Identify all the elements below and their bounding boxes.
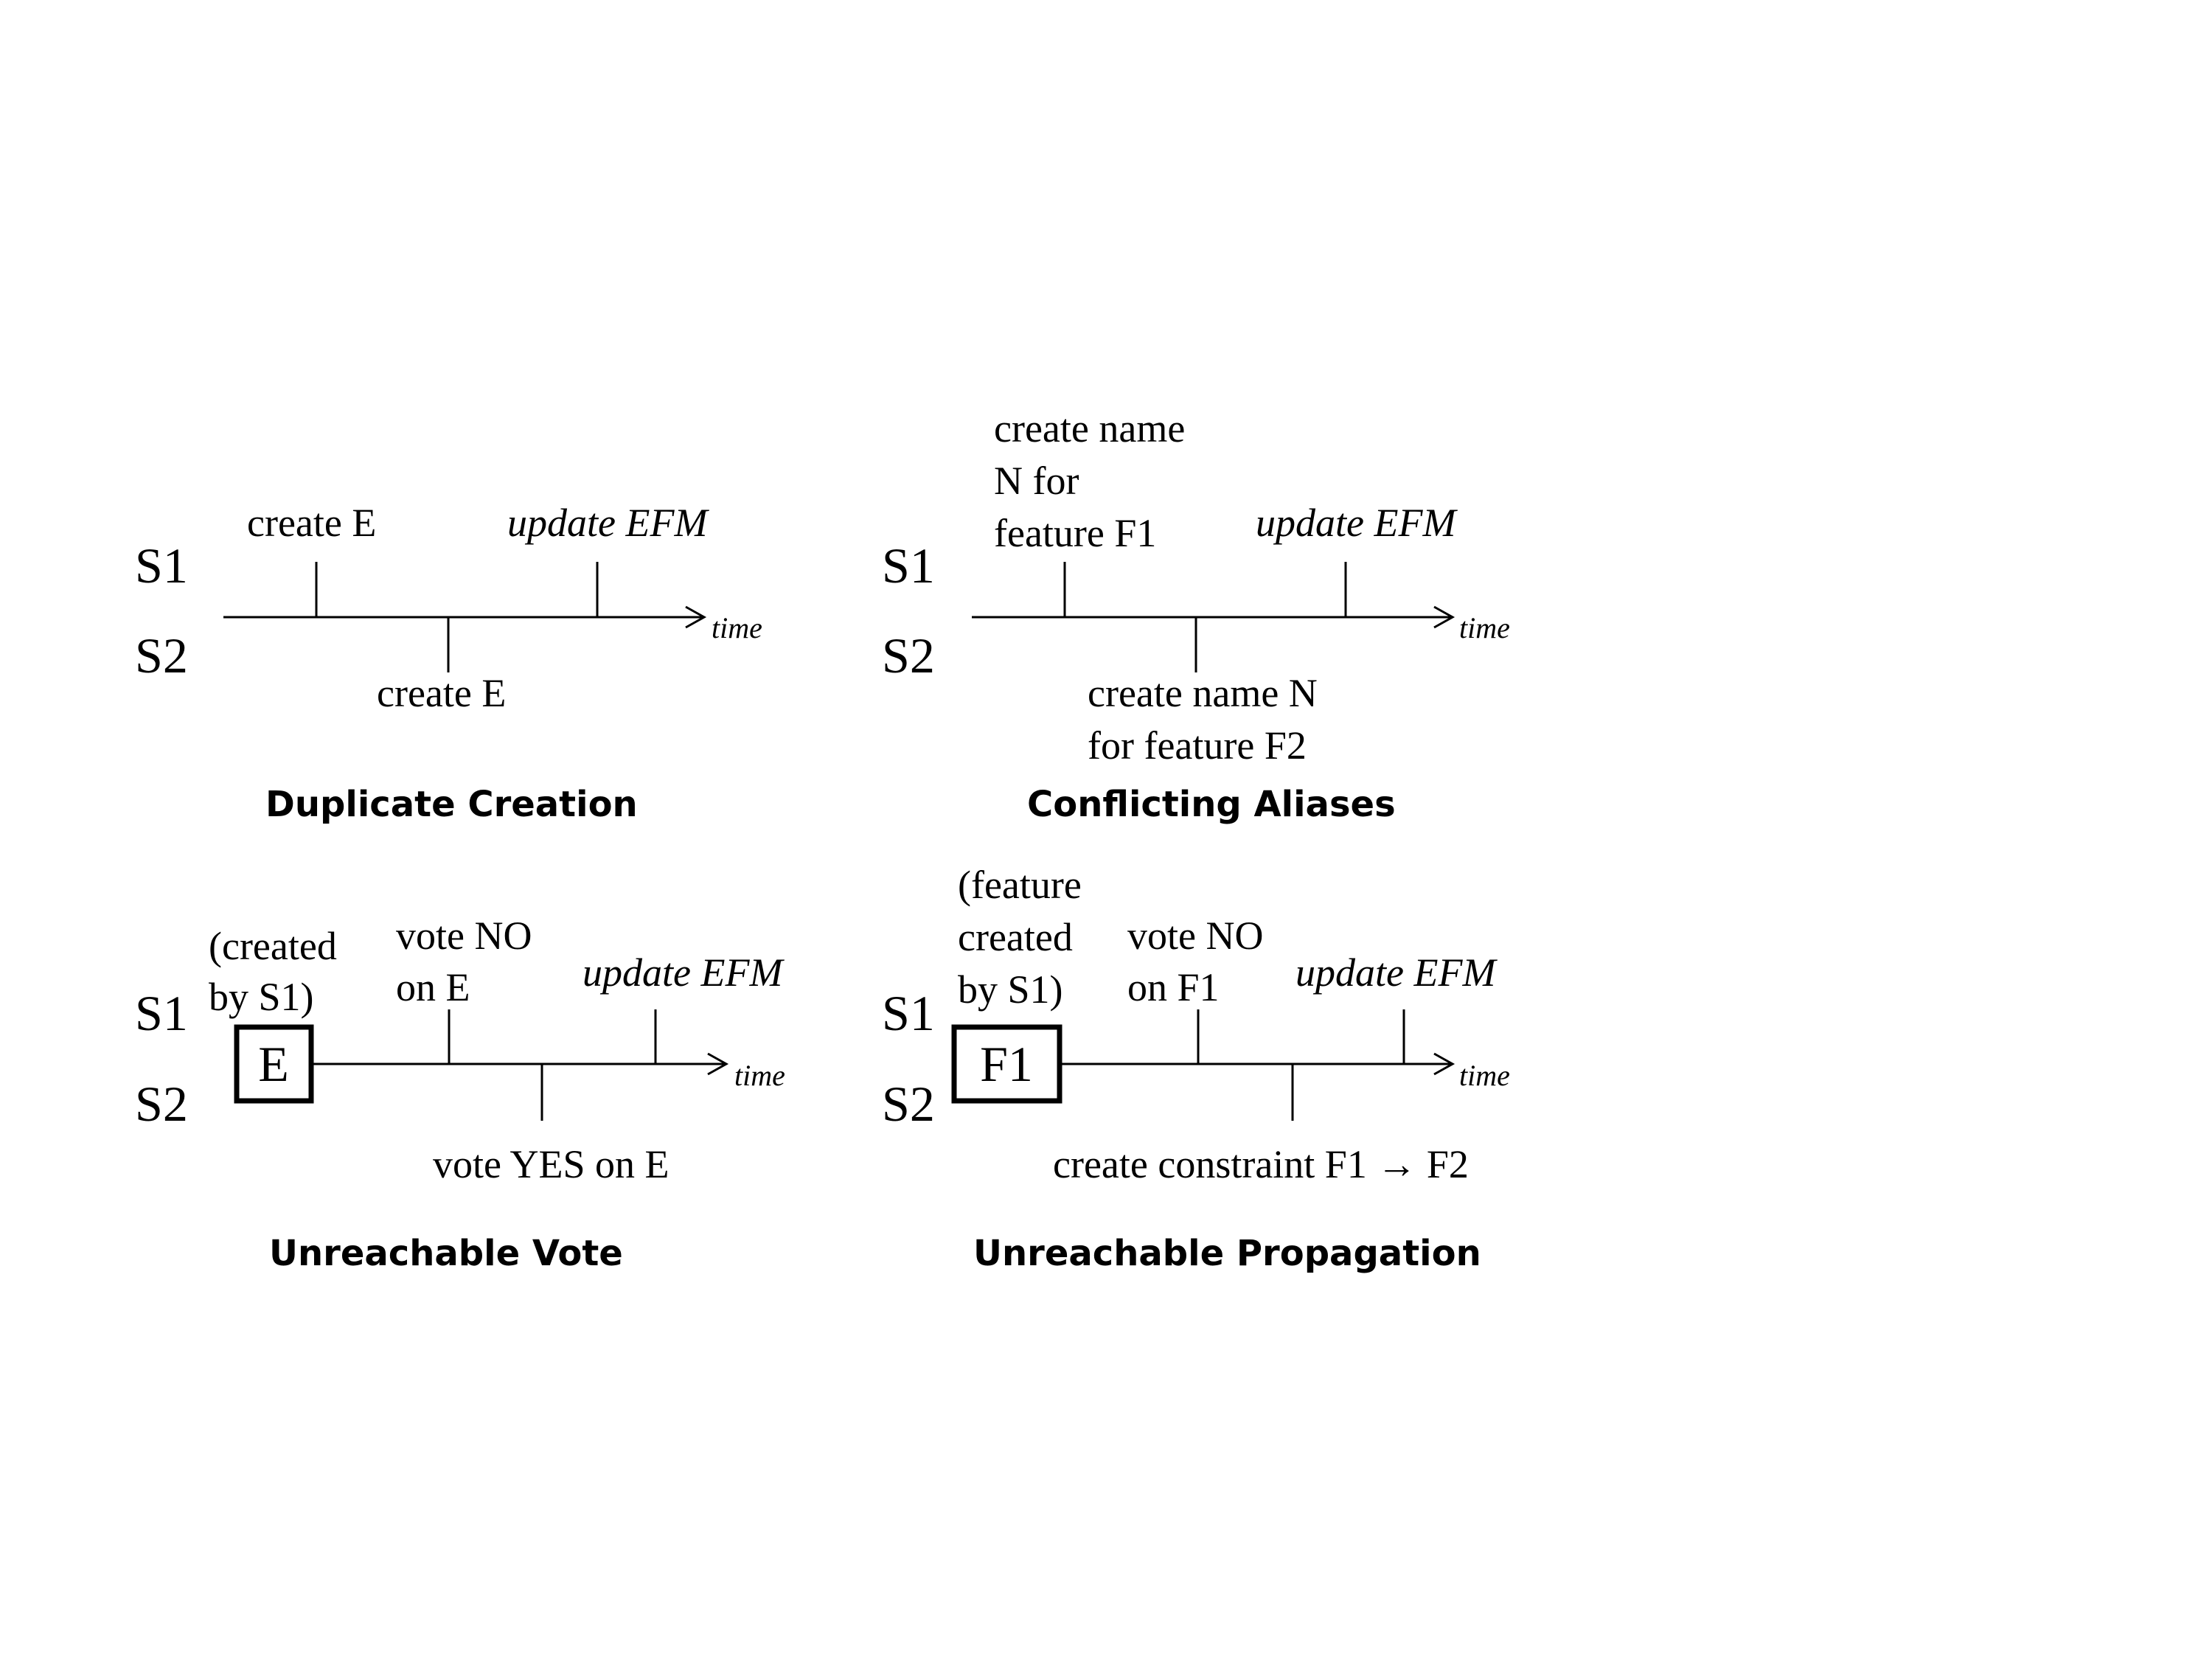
panel-caption: Unreachable Propagation <box>973 1233 1481 1274</box>
panel-unreachable-propagation: S1 S2 time F1 (feature created by S1) vo… <box>882 863 1510 1274</box>
axis-label-time: time <box>1459 1059 1510 1092</box>
panel-caption: Unreachable Vote <box>269 1233 623 1274</box>
site-label-s1: S1 <box>882 985 935 1041</box>
event-label: vote NO on E <box>396 914 542 1009</box>
site-label-s2: S2 <box>135 627 188 684</box>
event-label: create E <box>377 671 506 715</box>
event-label-update: update EFM <box>507 501 709 545</box>
event-label-update: update EFM <box>1295 950 1498 995</box>
site-label-s2: S2 <box>135 1076 188 1132</box>
event-label: vote YES on E <box>433 1142 669 1186</box>
event-label: create name N for feature F1 <box>994 406 1195 555</box>
time-arrowhead <box>685 605 707 629</box>
event-label-update: update EFM <box>1256 501 1458 545</box>
panel-conflicting-aliases: S1 S2 time create name N for feature F1 … <box>882 406 1510 825</box>
event-label-update: update EFM <box>582 950 785 995</box>
event-label: vote NO on F1 <box>1127 914 1273 1009</box>
entity-box <box>234 1024 314 1104</box>
panel-unreachable-vote: S1 S2 time E (created by S1) vote NO on … <box>135 914 785 1274</box>
site-label-s2: S2 <box>882 1076 935 1132</box>
feature-box <box>951 1024 1062 1104</box>
panel-caption: Conflicting Aliases <box>1027 784 1396 825</box>
axis-label-time: time <box>712 611 762 644</box>
feature-note: (feature created by S1) <box>958 863 1091 1012</box>
time-arrowhead <box>1433 605 1455 629</box>
site-label-s1: S1 <box>135 985 188 1041</box>
site-label-s2: S2 <box>882 627 935 684</box>
site-label-s1: S1 <box>135 538 188 594</box>
axis-label-time: time <box>1459 611 1510 644</box>
panel-caption: Duplicate Creation <box>265 784 638 825</box>
site-label-s1: S1 <box>882 538 935 594</box>
entity-box-label: E <box>258 1036 289 1092</box>
panel-duplicate-creation: S1 S2 time create E create E update EFM … <box>135 501 762 825</box>
event-label: create E <box>247 501 376 545</box>
time-arrowhead <box>707 1052 729 1076</box>
feature-box-label: F1 <box>980 1036 1033 1092</box>
event-label: create constraint F1 → F2 <box>1053 1142 1469 1186</box>
entity-note: (created by S1) <box>209 924 347 1019</box>
time-arrowhead <box>1433 1052 1455 1076</box>
event-label: create name N for feature F2 <box>1088 671 1327 768</box>
axis-label-time: time <box>734 1059 785 1092</box>
